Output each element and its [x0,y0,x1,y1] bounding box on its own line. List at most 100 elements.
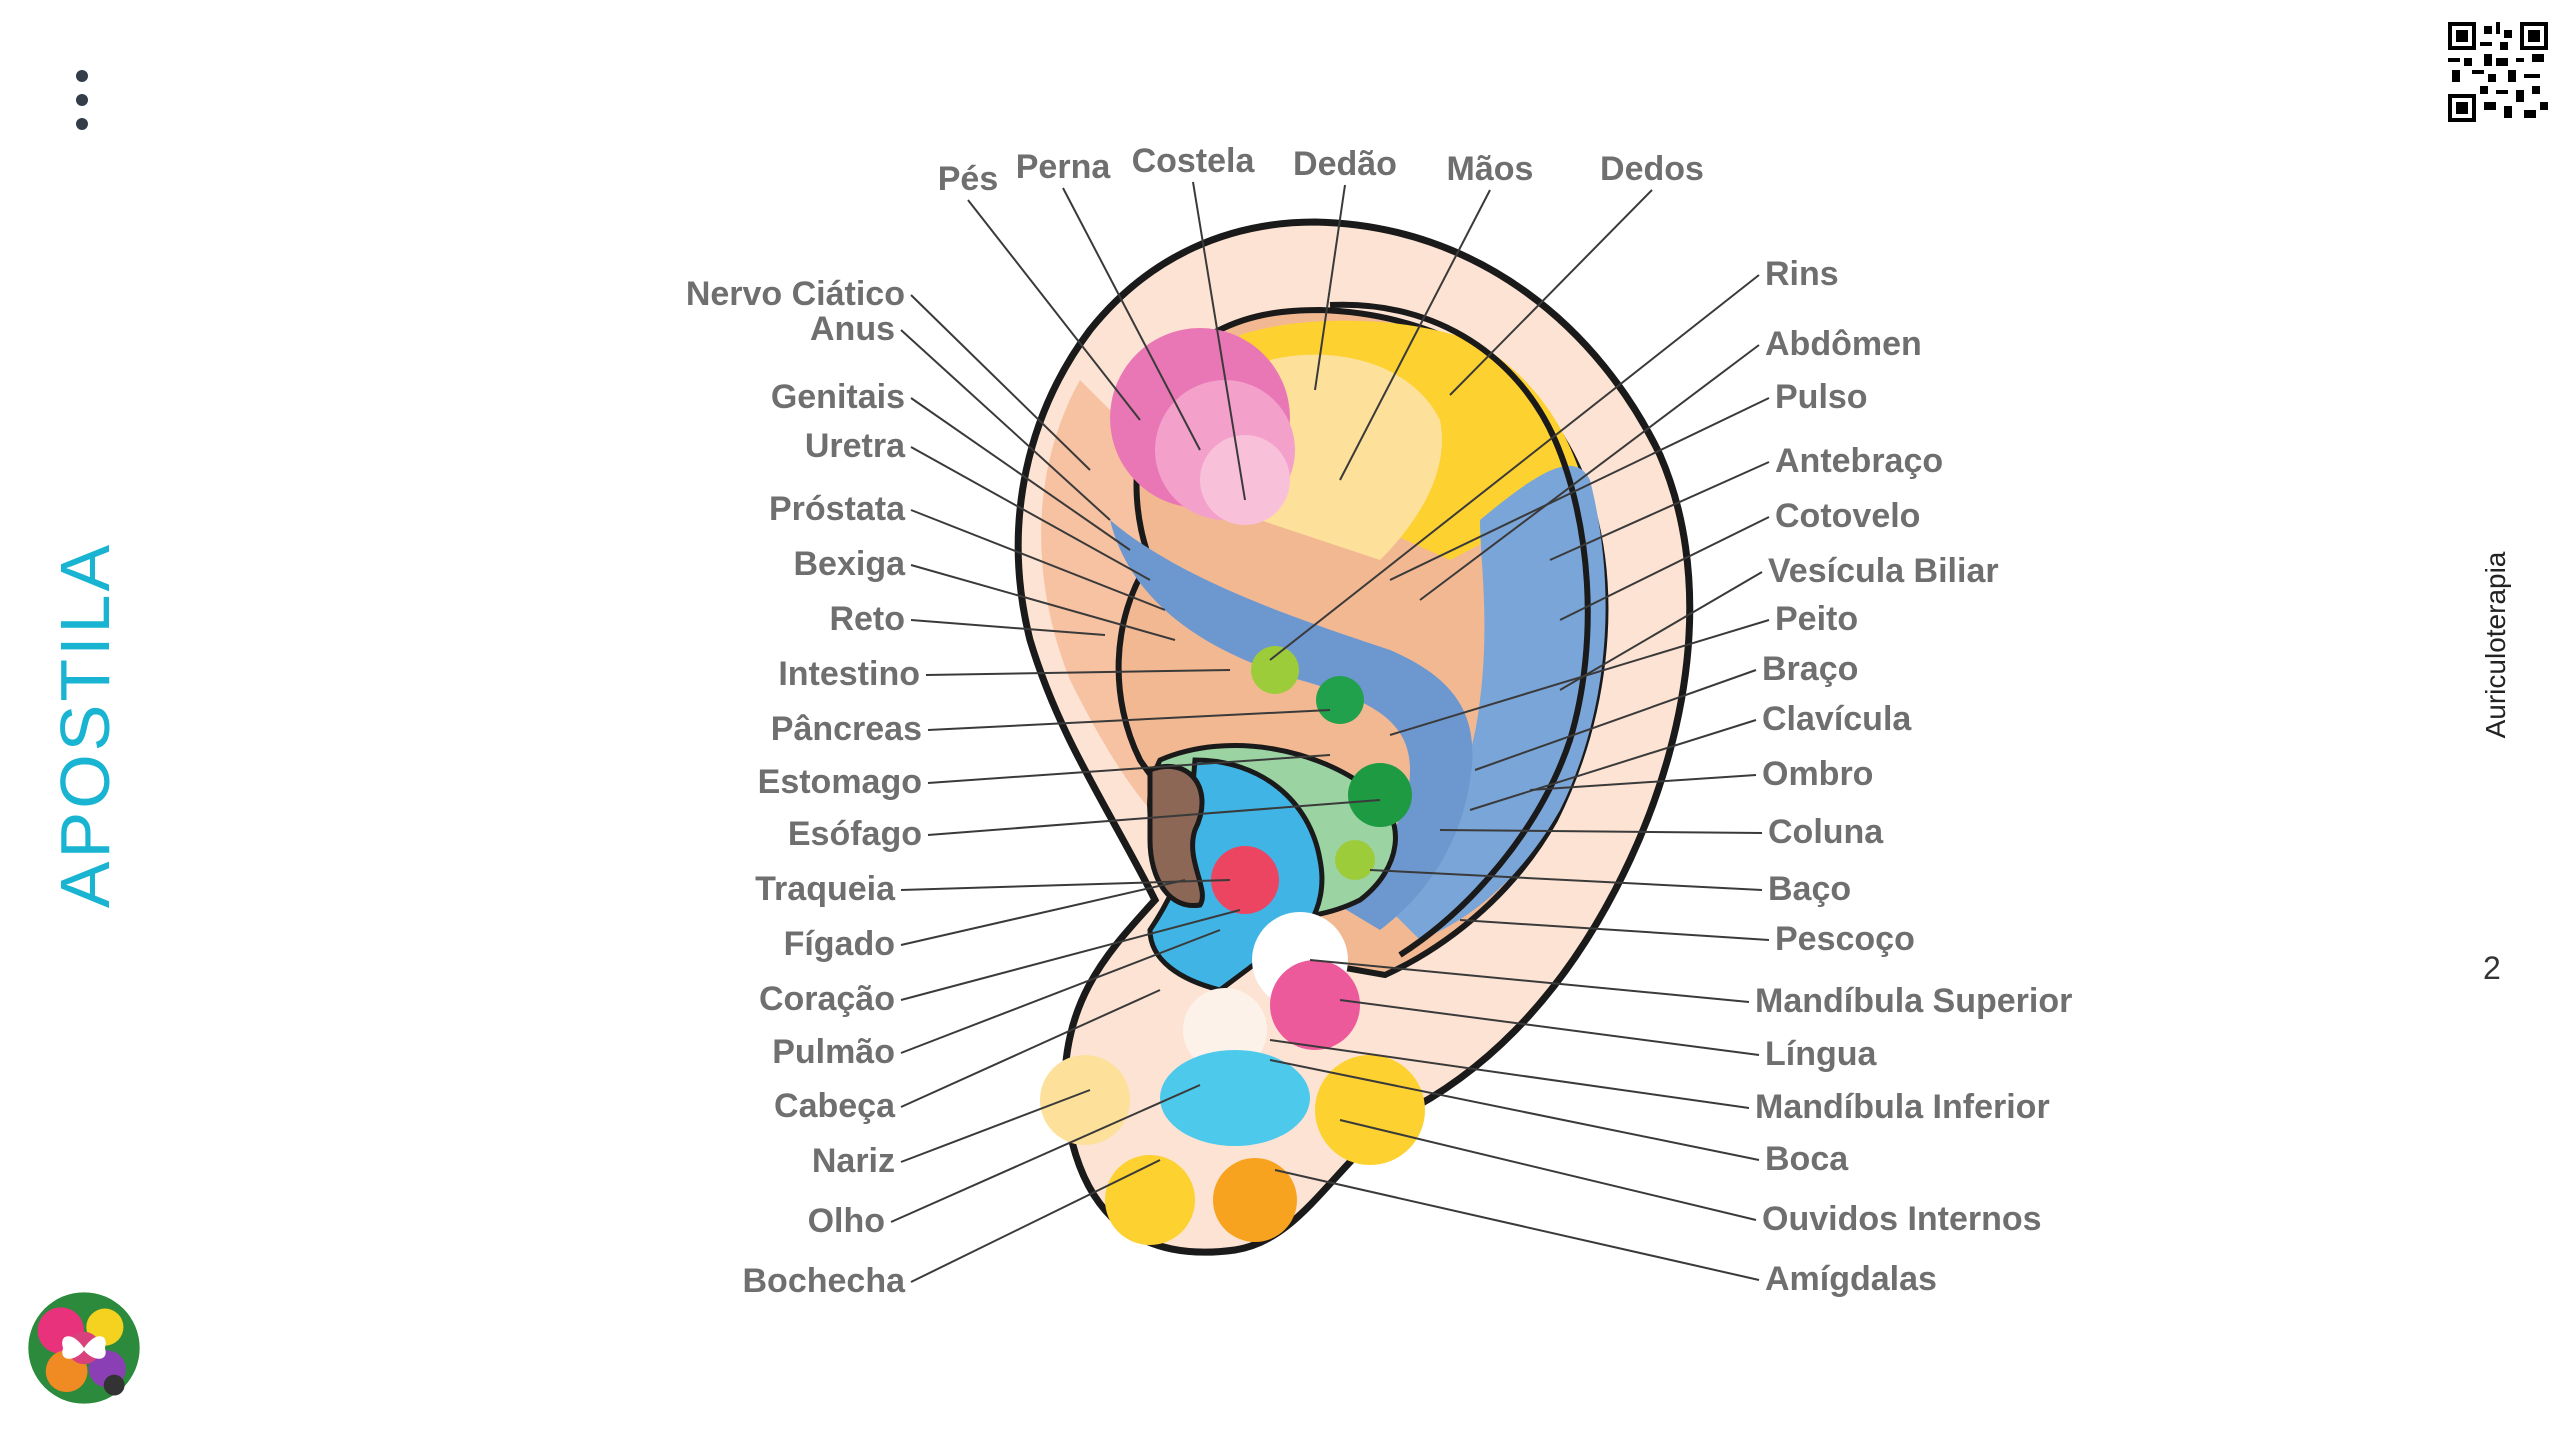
lobe-yellow-right [1315,1055,1425,1165]
label-baço: Baço [1768,870,1851,908]
leader-line [910,1159,1161,1283]
label-esófago: Esófago [788,815,922,853]
label-cotovelo: Cotovelo [1775,497,1920,535]
leader-line [1269,1039,1750,1109]
leader-line [910,294,1091,471]
label-antebraço: Antebraço [1775,442,1943,480]
label-anus: Anus [810,310,895,348]
label-dedos: Dedos [1600,150,1704,188]
leader-line [1339,999,1760,1056]
leader-line [927,709,1331,731]
leader-line [1274,1169,1760,1281]
lobe-pink-tongue [1270,960,1360,1050]
label-reto: Reto [829,600,905,638]
leader-line [900,879,1186,946]
label-coração: Coração [759,980,895,1018]
leader-line [1529,774,1757,791]
menu-dots-icon[interactable] [72,70,92,160]
label-nariz: Nariz [812,1142,895,1180]
leader-line [1269,274,1760,661]
leader-line [1339,1119,1757,1221]
label-uretra: Uretra [805,427,906,465]
leader-line [1474,669,1757,771]
leader-line [1309,959,1750,1003]
leader-line [1559,516,1770,621]
lobe-yellow-bottom [1105,1155,1195,1245]
label-nervo-ciático: Nervo Ciático [686,275,905,313]
green-dot-stomach [1348,763,1412,827]
leader-line [1459,919,1770,941]
label-dedão: Dedão [1293,145,1397,183]
label-costela: Costela [1132,142,1256,180]
leader-line [1192,181,1246,501]
label-ombro: Ombro [1762,755,1873,793]
leader-line [1419,344,1760,601]
qr-code-icon[interactable] [2448,22,2548,122]
green-dot-pancreas [1316,676,1364,724]
inner-contour [1329,301,1591,958]
label-mandíbula-superior: Mandíbula Superior [1755,982,2072,1020]
leader-line [1449,189,1653,396]
leader-line [900,909,1241,1001]
leader-line [1389,619,1770,736]
label-pés: Pés [938,160,999,198]
blue-band-neck [1110,520,1473,930]
label-braço: Braço [1762,650,1858,688]
label-peito: Peito [1775,600,1858,638]
label-genitais: Genitais [771,378,905,416]
leader-line [1369,869,1763,891]
leader-line [890,1084,1201,1223]
leader-line [927,799,1381,836]
label-mãos: Mãos [1447,150,1534,188]
leader-line [900,329,1111,521]
green-dot-intestine [1251,646,1299,694]
label-traqueia: Traqueia [755,870,896,908]
leader-line [900,989,1161,1108]
label-mandíbula-inferior: Mandíbula Inferior [1755,1088,2050,1126]
leader-line [1469,719,1757,811]
label-amígdalas: Amígdalas [1765,1260,1937,1298]
label-clavícula: Clavícula [1762,700,1912,738]
leader-line [900,929,1221,1054]
label-língua: Língua [1765,1035,1878,1073]
lobe-orange-bottom [1213,1158,1297,1242]
leader-line [1559,571,1763,691]
leader-line [925,669,1231,676]
label-coluna: Coluna [1768,813,1884,851]
page-number: 2 [2483,950,2501,986]
label-ouvidos-internos: Ouvidos Internos [1762,1200,2042,1238]
label-pâncreas: Pâncreas [771,710,922,748]
label-bochecha: Bochecha [743,1262,907,1300]
label-pulso: Pulso [1775,378,1868,416]
lobe-yellow-left [1040,1055,1130,1145]
leader-line [910,564,1176,641]
leader-line [1389,397,1770,581]
brown-tragus [1147,763,1205,909]
butterfly-flower-logo [28,1292,140,1404]
label-pulmão: Pulmão [772,1033,895,1071]
green-dot-spleen [1335,840,1375,880]
label-pescoço: Pescoço [1775,920,1915,958]
label-fígado: Fígado [784,925,895,963]
label-cabeça: Cabeça [774,1087,896,1125]
label-perna: Perna [1016,148,1112,186]
leader-line [1339,189,1491,481]
leader-line [1439,829,1763,834]
label-vesícula-biliar: Vesícula Biliar [1768,552,1999,590]
leader-line [910,397,1131,551]
leader-line [910,619,1106,636]
lobe-cyan-eye [1160,1050,1310,1146]
leader-line [1549,461,1770,561]
label-intestino: Intestino [778,655,920,693]
red-dot-heart [1211,846,1279,914]
pink-region-ribs [1200,435,1290,525]
leader-line [927,754,1331,784]
leader-line [910,509,1166,611]
label-estomago: Estomago [758,763,922,801]
label-olho: Olho [808,1202,885,1240]
leader-line [967,199,1141,421]
label-boca: Boca [1765,1140,1849,1178]
leader-line [1062,187,1201,451]
leader-line [1269,1059,1760,1161]
